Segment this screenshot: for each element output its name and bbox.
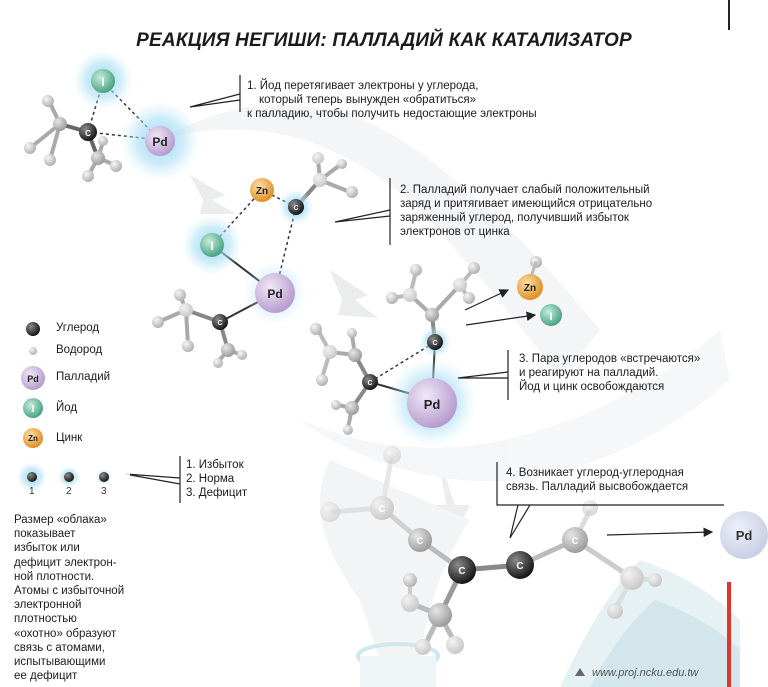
step-3-note: 3. Пара углеродов «встречаются» и реагир…	[519, 353, 701, 393]
corner-line	[728, 0, 730, 30]
legend-hydrogen-label: Водород	[56, 344, 103, 356]
svg-text:I: I	[32, 404, 35, 415]
cloud-number-3: 3	[101, 486, 107, 497]
svg-text:C: C	[458, 566, 465, 577]
svg-text:Zn: Zn	[28, 434, 38, 443]
legend-zinc-label: Цинк	[56, 432, 83, 444]
cloud-number-2: 2	[66, 486, 72, 497]
source-url[interactable]: www.proj.ncku.edu.tw	[592, 667, 699, 679]
legend-icons: Pd I Zn	[17, 322, 112, 492]
carbon-legend-icon	[26, 322, 40, 336]
svg-text:Pd: Pd	[152, 135, 167, 149]
molecule-step-4: C C C C C Pd	[320, 446, 768, 655]
svg-text:C: C	[417, 536, 424, 546]
iodine-legend-icon	[23, 398, 43, 418]
legend-description: Размер «облака» показывает избыток или д…	[14, 514, 125, 683]
palladium-legend-icon	[21, 366, 45, 390]
svg-text:I: I	[101, 75, 104, 89]
svg-text:C: C	[432, 340, 437, 347]
flask-icon	[356, 560, 740, 687]
step-2-note: 2. Палладий получает слабый положительны…	[400, 184, 653, 238]
molecule-step-2: C C Zn I Pd	[152, 152, 358, 368]
callout-pointers	[124, 75, 724, 539]
cloud-number-1: 1	[29, 486, 35, 497]
zinc-legend-icon	[23, 428, 43, 448]
svg-text:Zn: Zn	[256, 186, 268, 197]
hydrogen-legend-icon	[29, 347, 37, 355]
molecule-step-3: C C Pd Zn I	[310, 256, 562, 447]
svg-text:C: C	[85, 129, 91, 138]
step-1-note: 1. Йод перетягивает электроны у углерода…	[247, 80, 537, 120]
svg-text:Zn: Zn	[524, 283, 536, 294]
molecule-step-1: C I Pd	[24, 50, 200, 182]
svg-text:Pd: Pd	[424, 397, 441, 412]
svg-text:C: C	[367, 380, 372, 387]
legend-iodine-label: Йод	[56, 402, 78, 414]
cloud-levels-note: 1. Избыток 2. Норма 3. Дефицит	[186, 459, 248, 499]
svg-text:C: C	[516, 561, 523, 572]
accent-bar	[727, 582, 731, 687]
legend-carbon-label: Углерод	[56, 322, 100, 334]
legend-palladium-label: Палладий	[56, 371, 111, 383]
triangle-icon	[575, 668, 585, 676]
legend-panel	[0, 298, 130, 687]
svg-text:C: C	[293, 205, 298, 212]
svg-text:I: I	[549, 311, 552, 323]
svg-text:Pd: Pd	[27, 374, 39, 384]
svg-text:Pd: Pd	[736, 528, 753, 543]
svg-text:C: C	[379, 504, 386, 514]
svg-text:Pd: Pd	[267, 287, 282, 301]
svg-text:C: C	[217, 320, 222, 327]
svg-text:C: C	[572, 536, 579, 546]
page-title: РЕАКЦИЯ НЕГИШИ: ПАЛЛАДИЙ КАК КАТАЛИЗАТОР	[136, 30, 632, 51]
step-4-note: 4. Возникает углерод-углеродная связь. П…	[506, 467, 689, 493]
svg-text:I: I	[210, 239, 213, 253]
